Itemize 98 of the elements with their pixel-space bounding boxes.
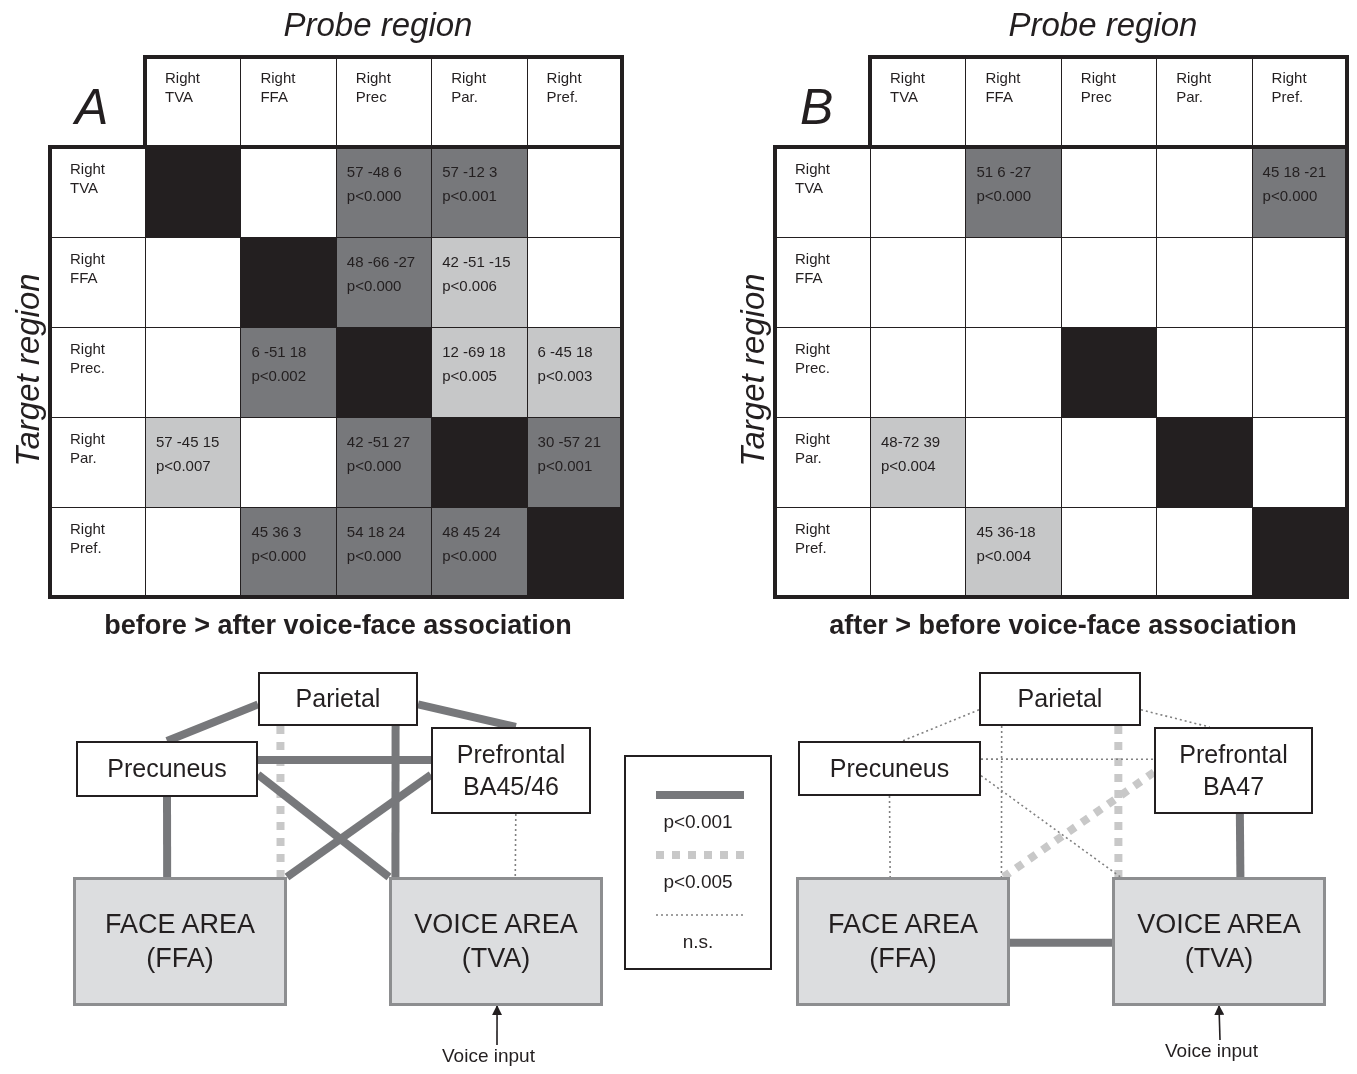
coordinates-text: 54 18 24 — [346, 522, 406, 542]
p-value: p<0.000 — [346, 186, 402, 206]
box-label: FACE AREA (FFA) — [826, 907, 980, 975]
region-box — [258, 672, 418, 726]
coordinates-text: 12 -69 18 — [442, 342, 506, 362]
area-box — [389, 877, 603, 1006]
box-label: VOICE AREA (TVA) — [1136, 907, 1302, 975]
connector-line — [391, 726, 400, 877]
coordinates-text: 6 -51 18 — [251, 342, 307, 362]
coordinates-text: 45 36 3 — [251, 522, 302, 542]
column-header: Right Pref. — [546, 68, 583, 106]
p-value: p<0.004 — [976, 546, 1032, 566]
connector-line — [514, 813, 517, 878]
area-box — [73, 877, 287, 1006]
coordinates-text: 48-72 39 — [881, 432, 941, 452]
row-header: Right Pref. — [70, 519, 107, 557]
coordinates-text: 45 18 -21 — [1262, 162, 1326, 182]
coordinates-text: 48 45 24 — [442, 522, 501, 542]
p-value: p<0.002 — [251, 366, 307, 386]
connector-line — [276, 726, 285, 877]
p-value: p<0.004 — [881, 456, 936, 476]
p-value: p<0.005 — [442, 366, 497, 386]
p-value: p<0.000 — [346, 546, 402, 566]
column-header: Right FFA — [260, 68, 297, 106]
connector-line — [1114, 726, 1123, 877]
legend-label: p<0.005 — [662, 871, 734, 893]
column-header: Right Par. — [1176, 68, 1213, 106]
axis-title: Probe region — [1008, 6, 1198, 44]
box-label: Prefrontal BA47 — [1178, 739, 1289, 802]
axis-title: Probe region — [283, 6, 473, 44]
row-header: Right FFA — [70, 249, 107, 287]
arrow — [492, 1005, 503, 1046]
box-label: Prefrontal BA45/46 — [455, 739, 567, 802]
column-header: Right Prec — [355, 68, 392, 106]
input-label: Voice input — [442, 1045, 535, 1067]
column-header: Right FFA — [985, 68, 1022, 106]
row-header: Right Prec. — [795, 339, 832, 377]
p-value: p<0.007 — [156, 456, 211, 476]
coordinates-text: 42 -51 27 — [346, 432, 411, 452]
input-label: Voice input — [1165, 1040, 1258, 1062]
coordinates-text: 51 6 -27 — [976, 162, 1032, 182]
column-header: Right Prec — [1080, 68, 1117, 106]
panel-letter: B — [800, 82, 834, 132]
row-header: Right Pref. — [795, 519, 832, 557]
column-header: Right Pref. — [1271, 68, 1308, 106]
row-header: Right Prec. — [70, 339, 107, 377]
coordinates-text: 30 -57 21 — [537, 432, 601, 452]
column-header: Right Par. — [451, 68, 488, 106]
p-value: p<0.000 — [346, 276, 402, 296]
connector-line — [163, 797, 172, 877]
coordinates-text: 48 -66 -27 — [346, 252, 416, 272]
row-header: Right TVA — [795, 159, 832, 197]
coordinates-text: 42 -51 -15 — [442, 252, 511, 272]
panel-caption: before > after voice-face association — [104, 610, 572, 641]
row-header: Right FFA — [795, 249, 832, 287]
area-box — [796, 877, 1010, 1006]
p-value: p<0.000 — [1262, 186, 1318, 206]
connector-line — [1235, 813, 1245, 878]
area-box — [1112, 877, 1326, 1006]
arrow — [1214, 1005, 1225, 1041]
legend-label: n.s. — [681, 931, 715, 953]
column-header: Right TVA — [890, 68, 927, 106]
box-label: Parietal — [295, 683, 381, 715]
region-box — [1154, 727, 1313, 814]
box-label: Precuneus — [107, 753, 227, 785]
coordinates-text: 57 -45 15 — [156, 432, 220, 452]
row-header: Right Par. — [795, 429, 832, 467]
box-label: Precuneus — [829, 752, 950, 784]
p-value: p<0.003 — [537, 366, 593, 386]
p-value: p<0.000 — [251, 546, 307, 566]
column-header: Right TVA — [165, 68, 202, 106]
region-box — [76, 741, 258, 797]
region-box — [979, 672, 1141, 726]
p-value: p<0.000 — [442, 546, 497, 566]
axis-title: Target region — [9, 273, 47, 467]
connector-line — [1010, 938, 1112, 947]
p-value: p<0.006 — [442, 276, 497, 296]
panel-caption: after > before voice-face association — [829, 610, 1297, 641]
coordinates-text: 45 36-18 — [976, 522, 1036, 542]
coordinates-text: 6 -45 18 — [537, 342, 593, 362]
coordinates-text: 57 -48 6 — [346, 162, 402, 182]
coordinates-text: 57 -12 3 — [442, 162, 498, 182]
p-value: p<0.000 — [346, 456, 402, 476]
region-box — [431, 727, 591, 814]
region-box — [798, 741, 981, 796]
box-label: FACE AREA (FFA) — [103, 907, 257, 975]
box-label: Parietal — [1017, 683, 1103, 715]
p-value: p<0.001 — [537, 456, 593, 476]
axis-title: Target region — [734, 273, 772, 467]
row-header: Right TVA — [70, 159, 107, 197]
legend-label: p<0.001 — [662, 811, 734, 833]
connector-line — [258, 756, 431, 765]
p-value: p<0.001 — [442, 186, 497, 206]
row-header: Right Par. — [70, 429, 107, 467]
p-value: p<0.000 — [976, 186, 1032, 206]
box-label: VOICE AREA (TVA) — [413, 907, 579, 975]
connector-line — [901, 709, 980, 742]
connector-line — [255, 771, 392, 881]
